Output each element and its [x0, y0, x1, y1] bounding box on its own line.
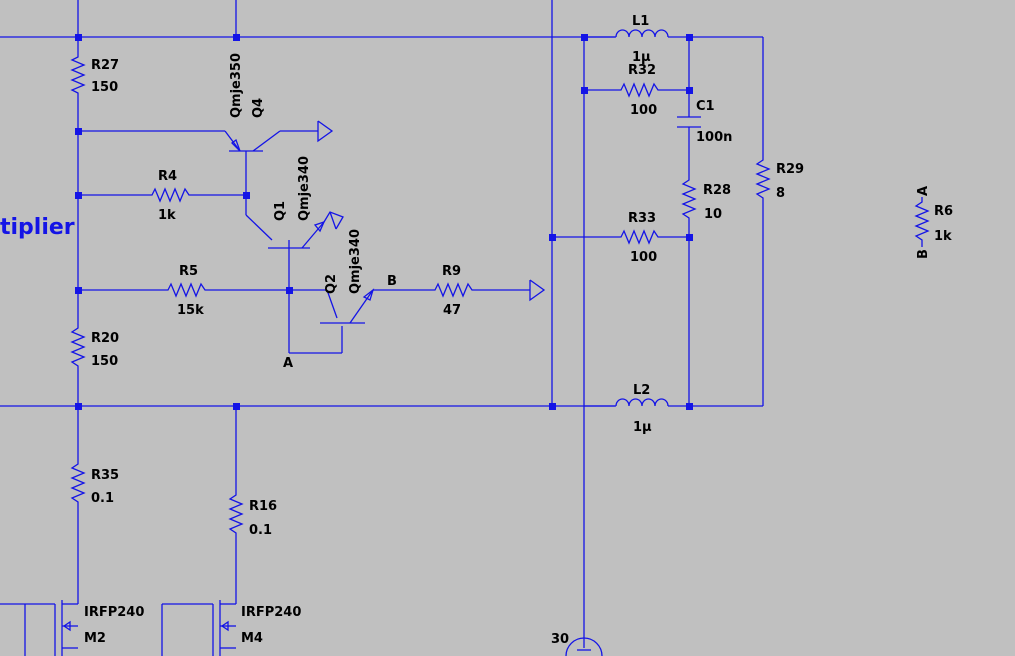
label-r6-value: 1k — [934, 229, 952, 244]
inductor-l1[interactable] — [584, 29, 669, 38]
label-r29-value: 8 — [776, 186, 785, 201]
mosfet-m4[interactable] — [212, 600, 236, 656]
resistor-r27[interactable] — [70, 52, 86, 98]
label-q2-ref: Q2 — [324, 274, 339, 294]
resistor-r32[interactable] — [616, 82, 664, 98]
net-label-a: A — [283, 356, 293, 371]
label-r4-value: 1k — [158, 208, 176, 223]
label-q2-model: Qmje340 — [348, 229, 363, 294]
label-r20-value: 150 — [91, 354, 118, 369]
label-l2-ref: L2 — [633, 383, 650, 398]
resistor-r28[interactable] — [681, 175, 697, 227]
voltage-source[interactable] — [565, 637, 603, 656]
label-r32-value: 100 — [630, 103, 657, 118]
label-r6-net-a: A — [916, 186, 931, 196]
inductor-l2[interactable] — [584, 398, 669, 407]
label-r5-value: 15k — [177, 303, 204, 318]
ground-arrow-q1 — [323, 211, 344, 230]
label-c1-ref: C1 — [696, 99, 715, 114]
resistor-r20[interactable] — [70, 323, 86, 375]
resistor-r5[interactable] — [163, 282, 211, 298]
section-title: tiplier — [0, 215, 75, 240]
label-r27-value: 150 — [91, 80, 118, 95]
label-r9-ref: R9 — [442, 264, 461, 279]
label-r6-ref: R6 — [934, 204, 953, 219]
labels: tiplier R27 150 R4 1k R5 15k R20 150 R35… — [0, 14, 953, 647]
label-q4-model: Qmje350 — [229, 53, 244, 118]
label-r29-ref: R29 — [776, 162, 804, 177]
resistor-r9[interactable] — [430, 282, 478, 298]
resistor-r33[interactable] — [616, 229, 664, 245]
transistor-q2[interactable] — [320, 288, 375, 324]
label-m2-model: IRFP240 — [84, 605, 144, 620]
label-r27-ref: R27 — [91, 58, 119, 73]
net-label-b: B — [387, 274, 397, 289]
resistor-r29[interactable] — [755, 155, 771, 205]
label-r5-ref: R5 — [179, 264, 198, 279]
output-arrow — [529, 279, 546, 302]
capacitor-c1[interactable] — [677, 116, 701, 128]
wires — [0, 0, 764, 656]
label-m4-ref: M4 — [241, 631, 263, 646]
resistor-r35[interactable] — [70, 459, 86, 511]
label-r6-net-b: B — [916, 249, 931, 259]
ground-arrow-q4 — [317, 120, 334, 143]
label-r32-ref: R32 — [628, 63, 656, 78]
transistor-q4[interactable] — [224, 130, 318, 165]
label-m4-model: IRFP240 — [241, 605, 301, 620]
label-m2-ref: M2 — [84, 631, 106, 646]
transistor-q1[interactable] — [245, 214, 326, 249]
label-l2-value: 1µ — [633, 420, 652, 435]
label-q1-model: Qmje340 — [297, 156, 312, 221]
label-r9-value: 47 — [443, 303, 461, 318]
resistor-r16[interactable] — [228, 490, 244, 542]
source-value-label: 30 — [551, 632, 569, 647]
label-r28-ref: R28 — [703, 183, 731, 198]
label-r4-ref: R4 — [158, 169, 177, 184]
label-r33-value: 100 — [630, 250, 657, 265]
resistor-r6[interactable] — [914, 197, 930, 247]
label-r16-value: 0.1 — [249, 523, 272, 538]
mosfet-m2[interactable] — [54, 600, 78, 656]
label-r35-value: 0.1 — [91, 491, 114, 506]
label-q4-ref: Q4 — [251, 98, 266, 118]
resistor-r4[interactable] — [147, 187, 195, 203]
label-r20-ref: R20 — [91, 331, 119, 346]
label-r35-ref: R35 — [91, 468, 119, 483]
label-r16-ref: R16 — [249, 499, 277, 514]
junction-dots — [75, 34, 693, 410]
label-c1-value: 100n — [696, 130, 732, 145]
label-l1-value: 1µ — [632, 50, 651, 65]
label-l1-ref: L1 — [632, 14, 649, 29]
label-q1-ref: Q1 — [273, 201, 288, 221]
label-r33-ref: R33 — [628, 211, 656, 226]
label-r28-value: 10 — [704, 207, 722, 222]
